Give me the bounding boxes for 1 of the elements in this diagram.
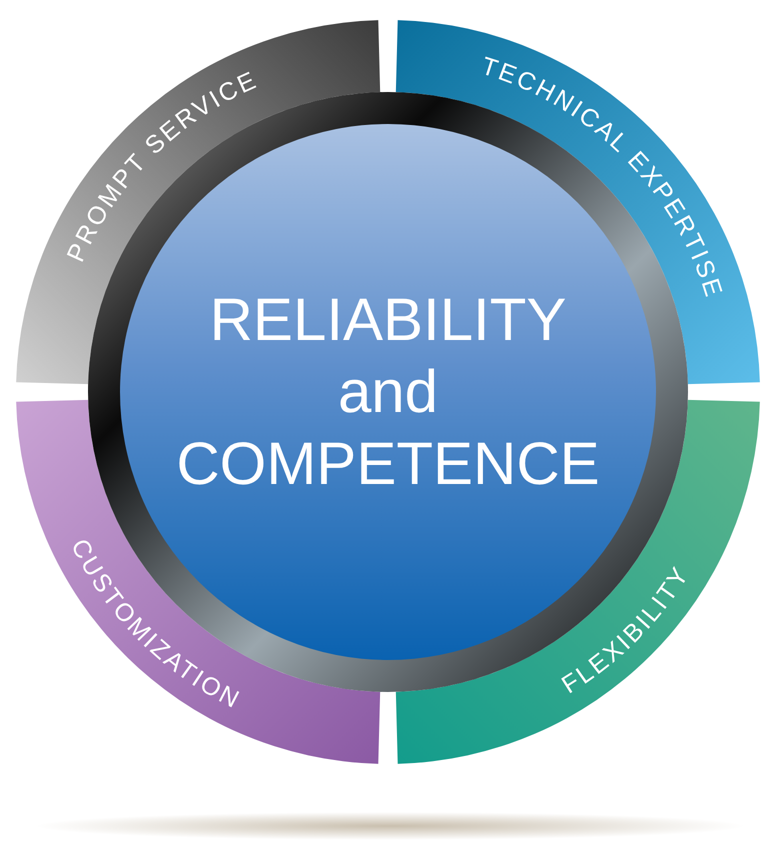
center-title: RELIABILITY and COMPETENCE [175, 285, 601, 499]
